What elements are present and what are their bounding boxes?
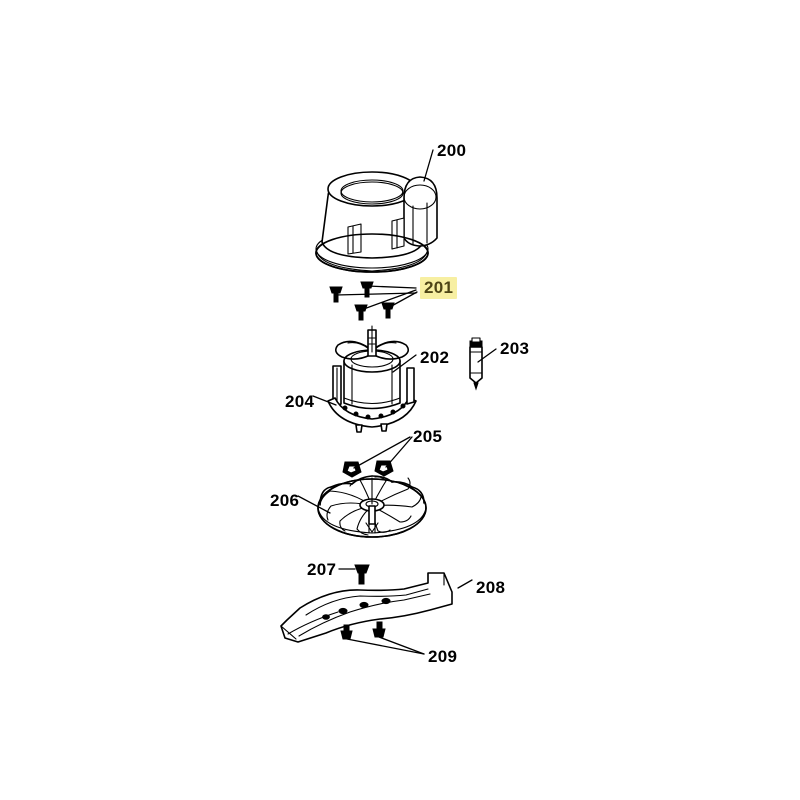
callout-label-204: 204 — [285, 392, 315, 411]
callout-label-200: 200 — [437, 141, 467, 160]
leader-206 — [297, 495, 331, 514]
leader-208 — [457, 579, 473, 589]
part-208-cutting-blade — [280, 572, 453, 643]
part-204-motor-mount-bracket — [327, 365, 417, 433]
leader-200 — [423, 149, 434, 182]
screw-201-c — [354, 304, 368, 321]
part-203-capacitor — [469, 337, 483, 391]
part-207-blade-bolt — [338, 564, 370, 585]
part-206-cooling-fan — [317, 475, 427, 538]
leader-202 — [392, 354, 417, 373]
callout-label-203: 203 — [500, 339, 530, 358]
callout-label-208: 208 — [476, 578, 506, 597]
screw-201-d — [381, 302, 395, 319]
leader-203 — [477, 348, 497, 363]
part-200-motor-housing-cover — [315, 171, 438, 273]
part-205-mounting-nuts — [342, 436, 413, 478]
nut-205-b — [374, 460, 394, 477]
part-202-electric-motor — [334, 325, 410, 410]
nut-205-a — [342, 461, 362, 478]
screw-201-b — [360, 281, 374, 298]
callout-label-209: 209 — [428, 647, 458, 666]
callout-label-205: 205 — [413, 427, 443, 446]
screw-209-b — [372, 621, 386, 638]
screw-201-a — [329, 286, 343, 303]
part-201-housing-screws — [329, 281, 418, 321]
leader-204 — [312, 395, 337, 406]
callout-label-206: 206 — [270, 491, 300, 510]
callout-label-201: 201 — [420, 277, 458, 299]
callout-label-207: 207 — [307, 560, 337, 579]
callout-label-202: 202 — [420, 348, 450, 367]
part-209-blade-screws — [340, 621, 425, 655]
